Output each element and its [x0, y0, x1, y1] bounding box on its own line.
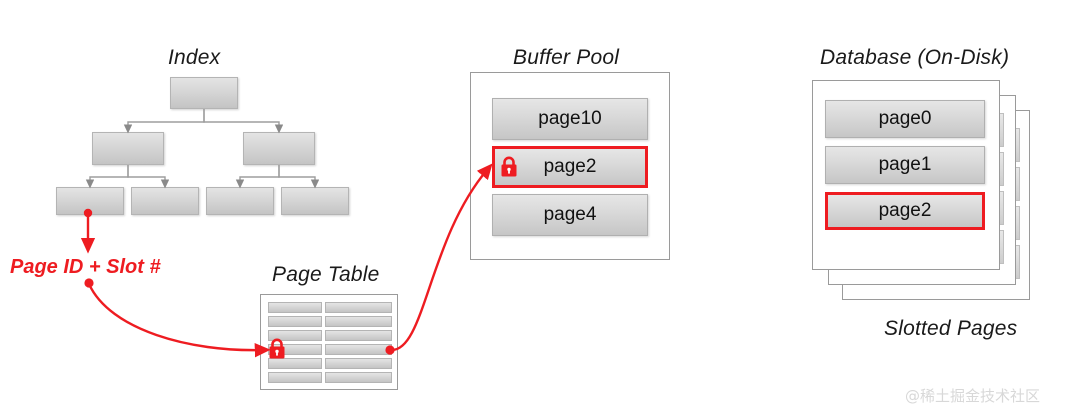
page-table-cell: [325, 372, 392, 383]
index-node-root: [170, 77, 238, 109]
watermark: @稀土掘金技术社区: [905, 387, 1041, 405]
index-node-mid-left: [92, 132, 164, 165]
buffer-pool-title: Buffer Pool: [513, 46, 620, 69]
page-table-cell: [268, 330, 322, 341]
lock-icon: [267, 338, 287, 360]
database-page-row[interactable]: page1: [825, 146, 985, 184]
database-page-label: page0: [878, 108, 932, 129]
buffer-page-row[interactable]: page4: [492, 194, 648, 236]
page-table-frame: [260, 294, 398, 390]
page-table-cell: [325, 302, 392, 313]
page-table-cell: [268, 358, 322, 369]
buffer-page-label: page4: [543, 204, 597, 225]
database-page-row-selected[interactable]: page2: [825, 192, 985, 230]
index-node-leaf-1: [56, 187, 124, 215]
index-node-mid-right: [243, 132, 315, 165]
index-node-leaf-2: [131, 187, 199, 215]
buffer-page-label: page10: [538, 108, 602, 129]
database-page-row[interactable]: page0: [825, 100, 985, 138]
slotted-pages-label: Slotted Pages: [884, 317, 1018, 340]
page-table-rows: [268, 302, 392, 383]
buffer-page-label: page2: [543, 156, 597, 177]
page-table-cell: [325, 358, 392, 369]
index-node-leaf-4: [281, 187, 349, 215]
lock-icon: [499, 156, 519, 178]
database-page-label: page1: [878, 154, 932, 175]
index-node-leaf-3: [206, 187, 274, 215]
page-table-cell: [268, 372, 322, 383]
page-table-cell: [325, 330, 392, 341]
page-table-cell: [268, 316, 322, 327]
buffer-page-row-selected[interactable]: page2: [492, 146, 648, 188]
index-title: Index: [168, 46, 221, 69]
page-table-cell-locked: [325, 344, 392, 355]
database-title: Database (On-Disk): [820, 46, 1010, 69]
page-table-cell: [325, 316, 392, 327]
page-table-title: Page Table: [272, 263, 380, 286]
page-id-slot-label: Page ID + Slot #: [10, 256, 161, 278]
database-page-label: page2: [878, 200, 932, 221]
page-table-cell: [268, 302, 322, 313]
buffer-page-row[interactable]: page10: [492, 98, 648, 140]
